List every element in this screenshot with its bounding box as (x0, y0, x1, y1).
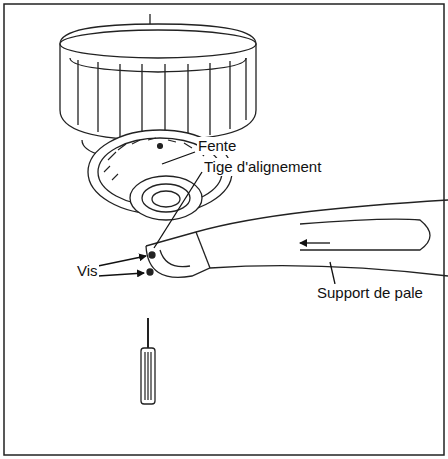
part-label: Fente (197, 137, 237, 155)
motor-housing (60, 14, 256, 220)
part-label: Vis (76, 262, 99, 280)
screwdriver (141, 318, 155, 404)
leader-lines (98, 152, 335, 284)
frame (4, 4, 444, 455)
part-label: Support de pale (316, 284, 424, 302)
blade-bracket (146, 200, 448, 277)
part-label: Tige d'alignement (203, 158, 322, 176)
